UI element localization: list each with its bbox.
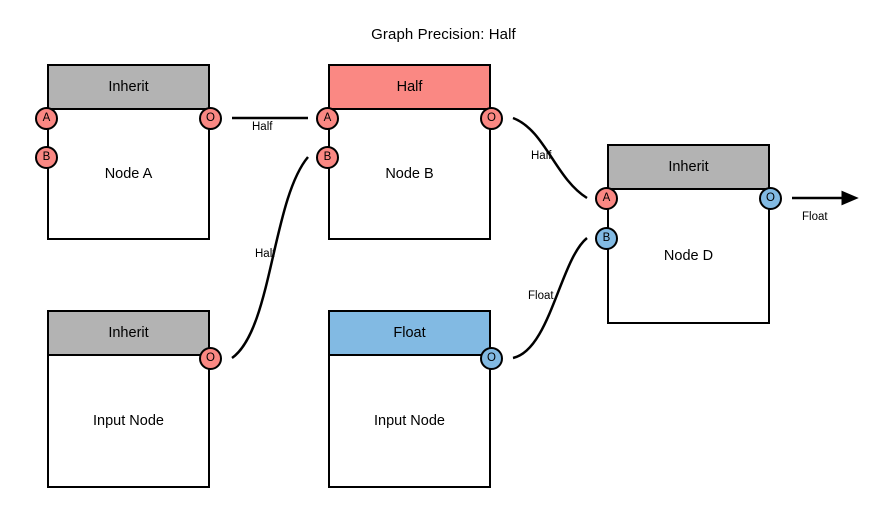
node-label-input-node-float: Input Node	[374, 412, 445, 429]
edge-edge-inputinherit-nodeb[interactable]	[231, 156, 309, 360]
page-title: Graph Precision: Half	[371, 26, 516, 43]
edge-label-edge-inputfloat-noded: Float	[528, 290, 554, 302]
port-out-o-node-d[interactable]: O	[759, 187, 782, 210]
edge-edge-nodeb-noded[interactable]	[512, 116, 588, 200]
node-label-node-b: Node B	[385, 165, 434, 182]
port-in-b-node-b[interactable]: B	[316, 146, 339, 169]
node-header-input-node-inherit[interactable]: Inherit	[49, 312, 208, 356]
node-label-input-node-inherit: Input Node	[93, 412, 164, 429]
node-header-input-node-float[interactable]: Float	[330, 312, 489, 356]
node-header-node-a[interactable]: Inherit	[49, 66, 208, 110]
port-out-o-node-b[interactable]: O	[480, 107, 503, 130]
edge-label-edge-nodeb-noded: Half	[531, 150, 552, 162]
edge-label-edge-inputinherit-nodeb: Half	[255, 248, 276, 260]
edge-edge-inputfloat-noded[interactable]	[512, 237, 588, 360]
port-out-o-input-node-inherit[interactable]: O	[199, 347, 222, 370]
port-in-a-node-d[interactable]: A	[595, 187, 618, 210]
node-label-node-a: Node A	[104, 165, 153, 182]
port-out-o-input-node-float[interactable]: O	[480, 347, 503, 370]
node-header-node-b[interactable]: Half	[330, 66, 489, 110]
port-out-o-node-a[interactable]: O	[199, 107, 222, 130]
port-in-a-node-a[interactable]: A	[35, 107, 58, 130]
graph-output-label: Float	[802, 211, 828, 223]
port-in-b-node-a[interactable]: B	[35, 146, 58, 169]
edge-label-edge-nodea-nodeb: Half	[252, 121, 273, 133]
node-label-node-d: Node D	[663, 247, 714, 264]
port-in-a-node-b[interactable]: A	[316, 107, 339, 130]
node-header-node-d[interactable]: Inherit	[609, 146, 768, 190]
port-in-b-node-d[interactable]: B	[595, 227, 618, 250]
